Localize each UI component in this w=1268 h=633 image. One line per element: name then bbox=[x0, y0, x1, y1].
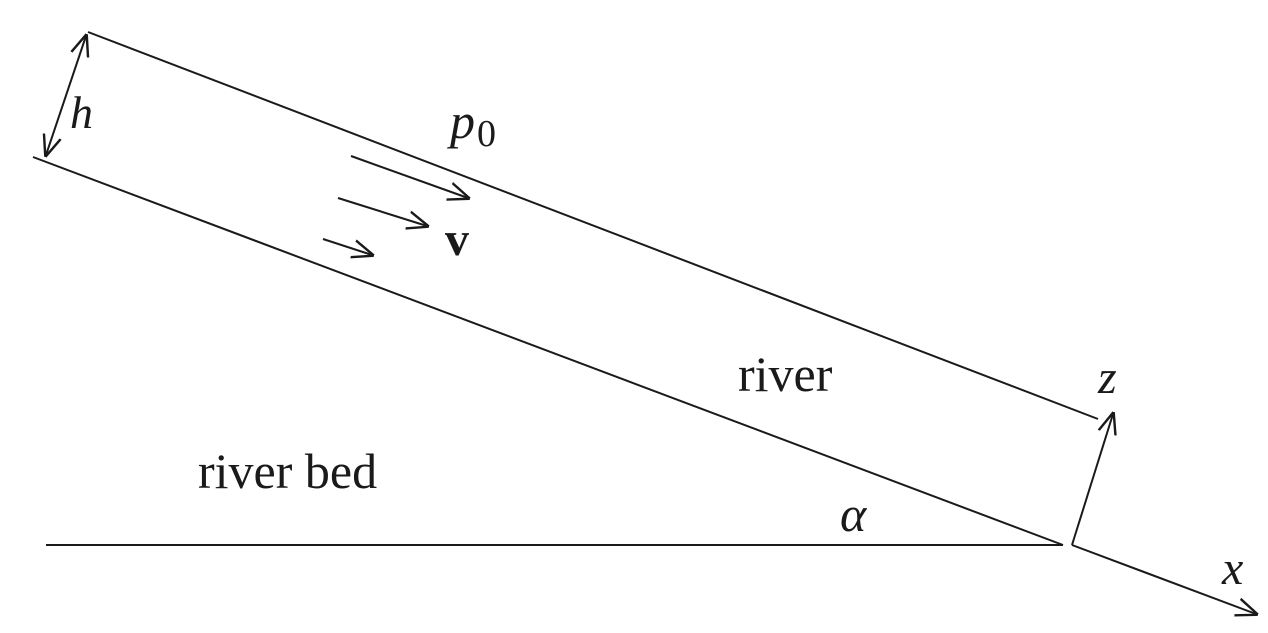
river-label: river bbox=[738, 346, 833, 402]
z-axis-arrow bbox=[1071, 414, 1113, 546]
x-axis-label: x bbox=[1221, 542, 1243, 595]
river-bed-line bbox=[32, 156, 1064, 546]
thickness-arrow bbox=[46, 36, 86, 155]
angle-label: α bbox=[840, 486, 868, 542]
x-axis-arrow bbox=[1071, 544, 1256, 614]
thickness-label: h bbox=[70, 87, 93, 138]
velocity-arrow-top bbox=[350, 155, 468, 198]
z-axis-label: z bbox=[1097, 351, 1117, 404]
pressure-subscript: 0 bbox=[477, 113, 496, 155]
velocity-arrow-middle bbox=[337, 197, 427, 226]
pressure-symbol: p bbox=[447, 93, 475, 149]
river-bed-label: river bed bbox=[198, 443, 377, 499]
pressure-label: p0 bbox=[447, 93, 496, 155]
river-surface-line bbox=[87, 31, 1099, 420]
velocity-label: v bbox=[445, 213, 469, 266]
velocity-arrow-bottom bbox=[322, 238, 372, 255]
